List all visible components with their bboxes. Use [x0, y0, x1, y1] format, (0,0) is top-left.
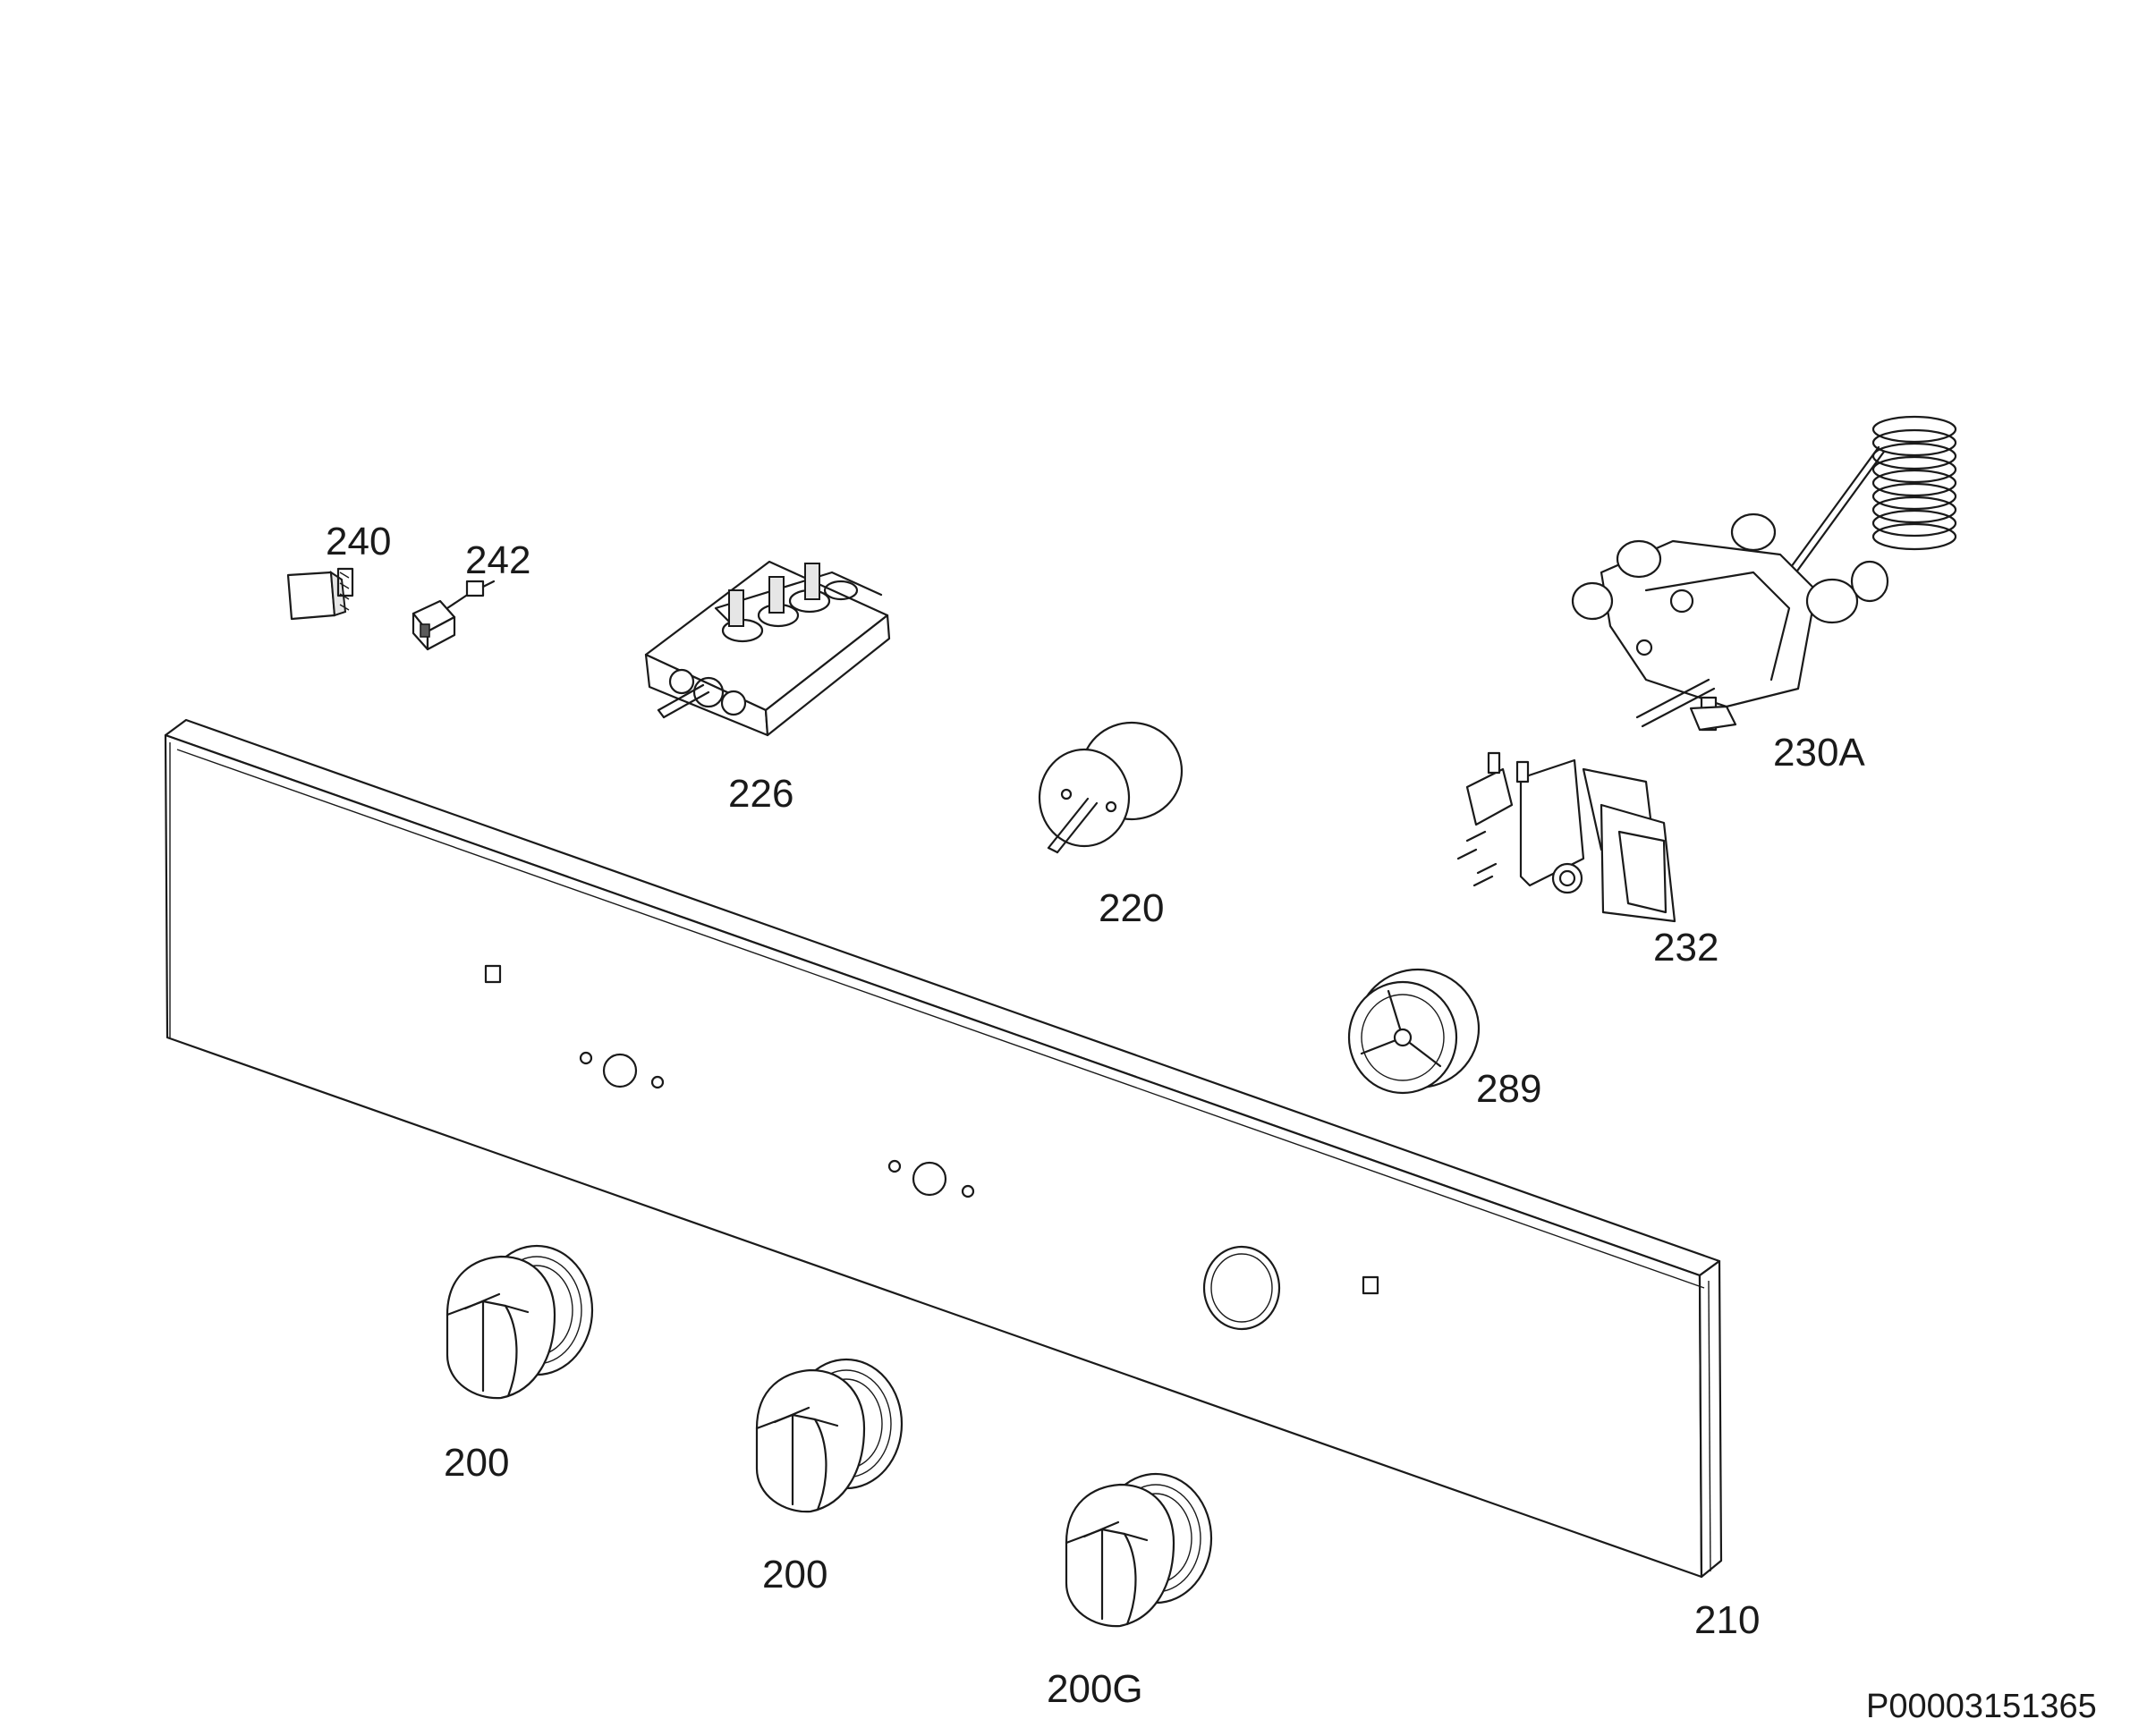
part-label: 200	[762, 1553, 827, 1596]
microswitch-part	[1456, 751, 1676, 923]
part-label: 220	[1099, 886, 1164, 930]
part-label: 232	[1653, 926, 1718, 970]
knob-part	[1065, 1472, 1213, 1628]
drawing-code: P00003151365	[1866, 1688, 2097, 1725]
part-label: 242	[465, 538, 530, 582]
part-label: 200	[444, 1441, 509, 1485]
part-label: 240	[326, 520, 391, 563]
knob-ring-part	[1347, 968, 1481, 1095]
knob-part	[755, 1358, 904, 1513]
timer-part	[1038, 721, 1184, 854]
gas-thermostat-part	[1571, 415, 1957, 732]
knob-part	[446, 1244, 594, 1400]
part-label: 210	[1694, 1598, 1760, 1642]
part-label: 226	[728, 772, 793, 816]
part-label: 230A	[1773, 731, 1865, 775]
small-switch-part	[412, 580, 496, 651]
part-label: 200G	[1047, 1667, 1143, 1711]
control-panel-part	[164, 718, 1723, 1579]
selector-switch-part	[644, 560, 891, 737]
part-label: 289	[1476, 1067, 1541, 1111]
part-labels: 210 200 200 200G 240 242 226 220 230A 23…	[326, 520, 2097, 1725]
lamp-part	[286, 567, 354, 621]
